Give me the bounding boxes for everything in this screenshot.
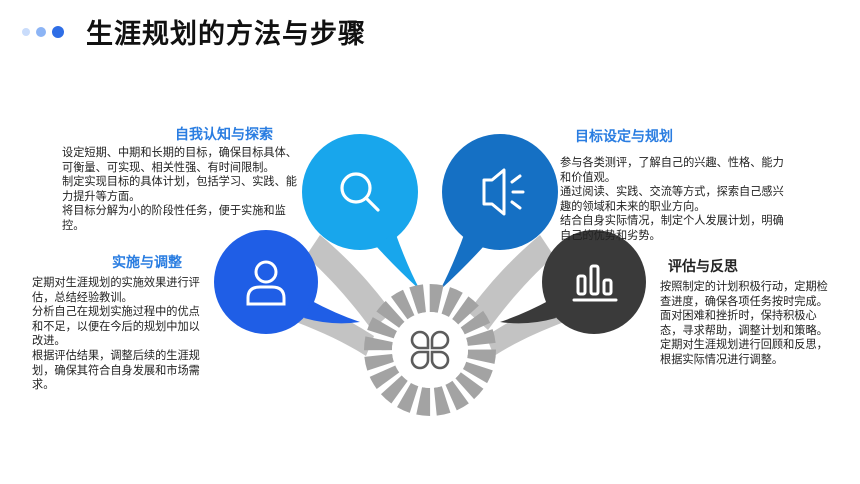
search-icon: [340, 172, 380, 212]
search-circle: [302, 134, 420, 290]
paragraph: 定期对生涯规划进行回顾和反思，根据实际情况进行调整。: [660, 338, 828, 366]
heading-implement-adjust: 实施与调整: [112, 255, 182, 271]
title-dot-3: [52, 26, 64, 38]
heading-evaluate-reflect: 评估与反思: [668, 259, 738, 275]
speaker-icon: [482, 168, 525, 216]
text-implement-adjust: 定期对生涯规划的实施效果进行评估，总结经验教训。 分析自己在规划实施过程中的优点…: [32, 276, 207, 393]
title-dot-2: [36, 27, 46, 37]
page-title: 生涯规划的方法与步骤: [86, 19, 366, 50]
user-icon: [246, 260, 286, 306]
text-evaluate-reflect: 按照制定的计划积极行动，定期检查进度，确保各项任务按时完成。 面对困难和挫折时，…: [660, 280, 836, 368]
paragraph: 按照制定的计划积极行动，定期检查进度，确保各项任务按时完成。: [660, 280, 828, 308]
speaker-circle: [440, 134, 558, 290]
heading-goal-setting: 目标设定与规划: [575, 129, 673, 145]
paragraph: 制定实现目标的具体计划，包括学习、实践、能力提升等方面。: [62, 175, 297, 203]
paragraph: 根据评估结果，调整后续的生涯规划，确保其符合自身发展和市场需求。: [32, 348, 200, 392]
chart-circle: [500, 230, 646, 334]
title-dot-1: [22, 28, 30, 36]
paragraph: 分析自己在规划实施过程中的优点和不足，以便在今后的规划中加以改进。: [32, 305, 200, 348]
text-self-awareness: 设定短期、中期和长期的目标，确保目标具体、可衡量、可实现、相关性强、有时间限制。…: [62, 146, 302, 234]
paragraph: 将目标分解为小的阶段性任务，便于实施和监控。: [62, 204, 286, 232]
paragraph: 设定短期、中期和长期的目标，确保目标具体、可衡量、可实现、相关性强、有时间限制。: [62, 146, 297, 174]
center-ring: [364, 284, 496, 416]
paragraph: 参与各类测评，了解自己的兴趣、性格、能力和价值观。: [560, 156, 784, 184]
paragraph: 定期对生涯规划的实施效果进行评估，总结经验教训。: [32, 276, 200, 304]
paragraph: 通过阅读、实践、交流等方式，探索自己感兴趣的领域和未来的职业方向。: [560, 185, 784, 213]
text-goal-setting: 参与各类测评，了解自己的兴趣、性格、能力和价值观。 通过阅读、实践、交流等方式，…: [560, 156, 790, 244]
heading-self-awareness: 自我认知与探索: [175, 127, 273, 143]
paragraph: 面对困难和挫折时，保持积极心态，寻求帮助，调整计划和策略。: [660, 309, 828, 337]
bar-chart-icon: [572, 264, 618, 302]
clover-icon: [410, 330, 450, 370]
paragraph: 结合自身实际情况，制定个人发展计划，明确自己的优势和劣势。: [560, 214, 784, 242]
